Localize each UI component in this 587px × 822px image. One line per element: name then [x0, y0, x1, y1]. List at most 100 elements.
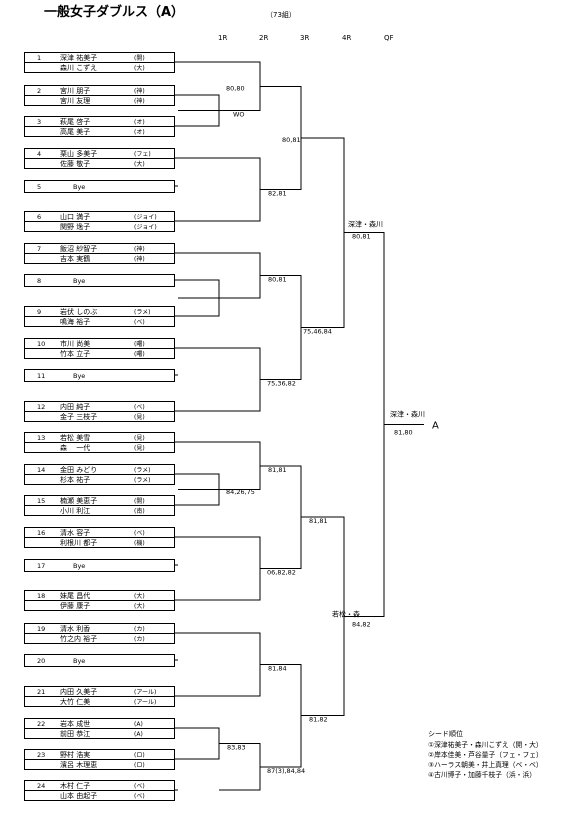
match-score: 83,83	[227, 744, 246, 752]
club-name: (見)	[134, 435, 145, 442]
club-name: (南)	[134, 507, 145, 515]
player-name: 木村 仁子	[60, 781, 90, 790]
club-name: (神)	[134, 255, 145, 263]
club-name: (ベ)	[134, 783, 145, 790]
club-name: (神)	[134, 245, 145, 253]
draw-number: 17	[37, 562, 45, 570]
match-score: 80,81	[352, 233, 371, 241]
match-score: 84,26,75	[226, 488, 255, 496]
player-name: 大竹 仁美	[60, 697, 90, 706]
club-name: (A)	[134, 731, 143, 738]
club-name: (ロ)	[134, 752, 145, 759]
match-score: 80,81	[268, 276, 287, 284]
draw-number: 10	[37, 340, 45, 348]
match-score: 80,80	[226, 84, 245, 92]
match-score: 81,82	[309, 716, 328, 724]
player-name: 深津 祐美子	[60, 53, 97, 62]
player-name: 岩伏 しのぶ	[60, 307, 97, 316]
club-name: (大)	[134, 602, 145, 610]
club-name: (神)	[134, 87, 145, 95]
draw-number: 18	[37, 592, 45, 600]
player-name: 鳴海 裕子	[60, 317, 90, 326]
player-name: 山本 由起子	[60, 791, 97, 800]
bracket-line	[344, 232, 385, 617]
bracket-line	[260, 465, 302, 569]
match-score: 82,81	[268, 190, 287, 198]
bracket-line	[178, 632, 261, 697]
club-name: (大)	[134, 592, 145, 600]
round-header-qf: QF	[384, 34, 394, 42]
draw-number: 1	[37, 54, 41, 62]
draw-number: 20	[37, 657, 45, 665]
club-name: (フェ)	[134, 151, 151, 158]
player-name: 金田 みどり	[60, 465, 97, 474]
bracket-line	[178, 536, 261, 601]
match-score: 81,84	[268, 665, 287, 673]
player-name: 岩本 成世	[60, 719, 90, 728]
player-name: 清水 容子	[60, 528, 90, 537]
club-name: (ラメ)	[134, 467, 151, 474]
player-name: 野村 浩実	[60, 750, 90, 759]
bracket-line	[178, 347, 261, 412]
club-name: (オ)	[134, 119, 145, 126]
match-score: 80,81	[282, 136, 301, 144]
bracket-line	[178, 157, 261, 222]
match-score: 75,36,82	[267, 380, 296, 388]
draw-number: 11	[37, 372, 45, 380]
club-name: (A)	[134, 721, 143, 728]
draw-number: 24	[37, 782, 45, 790]
player-name: 内田 純子	[60, 402, 90, 411]
player-name: 伊藤 康子	[60, 601, 90, 610]
bye-label: Bye	[73, 372, 85, 380]
player-name: 関野 逸子	[60, 222, 90, 231]
player-name: 萩尾 啓子	[60, 117, 90, 126]
seed-item: ③ハーラス朝美・井上真理（ベ・ベ）	[428, 760, 543, 769]
draw-number: 15	[37, 497, 45, 505]
bye-label: Bye	[73, 277, 85, 285]
draw-number: 4	[37, 150, 41, 158]
club-name: (見)	[134, 414, 145, 421]
draw-number: 5	[37, 183, 41, 191]
club-name: (アール)	[134, 699, 156, 706]
round-header-4r: 4R	[342, 34, 352, 42]
club-name: (曙)	[134, 341, 145, 348]
club-name: (カ)	[134, 626, 145, 633]
draw-number: 8	[37, 277, 41, 285]
bye-label: Bye	[73, 183, 85, 191]
club-name: (大)	[134, 160, 145, 168]
club-name: (開)	[134, 55, 145, 62]
walkover-label: WO	[233, 111, 245, 119]
entry-box	[24, 559, 175, 572]
match-score: 84,82	[352, 620, 371, 628]
player-name: 高尾 美子	[60, 127, 90, 136]
player-name: 宮川 朋子	[60, 86, 90, 95]
draw-number: 21	[37, 688, 45, 696]
draw-number: 3	[37, 118, 41, 126]
seed-item: ④古川博子・加藤千枝子（浜・浜）	[428, 770, 536, 779]
entry-box	[24, 180, 175, 193]
club-name: (大)	[134, 64, 145, 72]
player-name: 森川 こずえ	[60, 63, 97, 72]
club-name: (ベ)	[134, 319, 145, 326]
draw-number: 12	[37, 403, 45, 411]
player-name: 佐藤 敬子	[60, 159, 90, 168]
winner-label: 深津・森川	[390, 410, 425, 419]
entry-box	[24, 654, 175, 667]
club-name: (神)	[134, 97, 145, 105]
player-name: 竹之内 裕子	[60, 634, 97, 643]
winner-label: 深津・森川	[348, 220, 383, 229]
club-name: (ラメ)	[134, 309, 151, 316]
club-name: (カ)	[134, 636, 145, 643]
player-name: 金子 三枝子	[60, 412, 97, 421]
draw-number: 6	[37, 213, 41, 221]
seed-heading: シード順位	[428, 729, 463, 738]
draw-number: 19	[37, 625, 45, 633]
player-name: 竹本 立子	[60, 349, 90, 358]
seed-item: ①深津祐美子・森川こずえ（開・大）	[428, 740, 543, 749]
entry-count: （73組）	[266, 11, 296, 19]
bracket-line	[178, 727, 220, 760]
club-name: (ラメ)	[134, 477, 151, 484]
player-name: 杉本 祐子	[60, 475, 90, 484]
page-title: 一般女子ダブルス（A）	[44, 5, 185, 20]
